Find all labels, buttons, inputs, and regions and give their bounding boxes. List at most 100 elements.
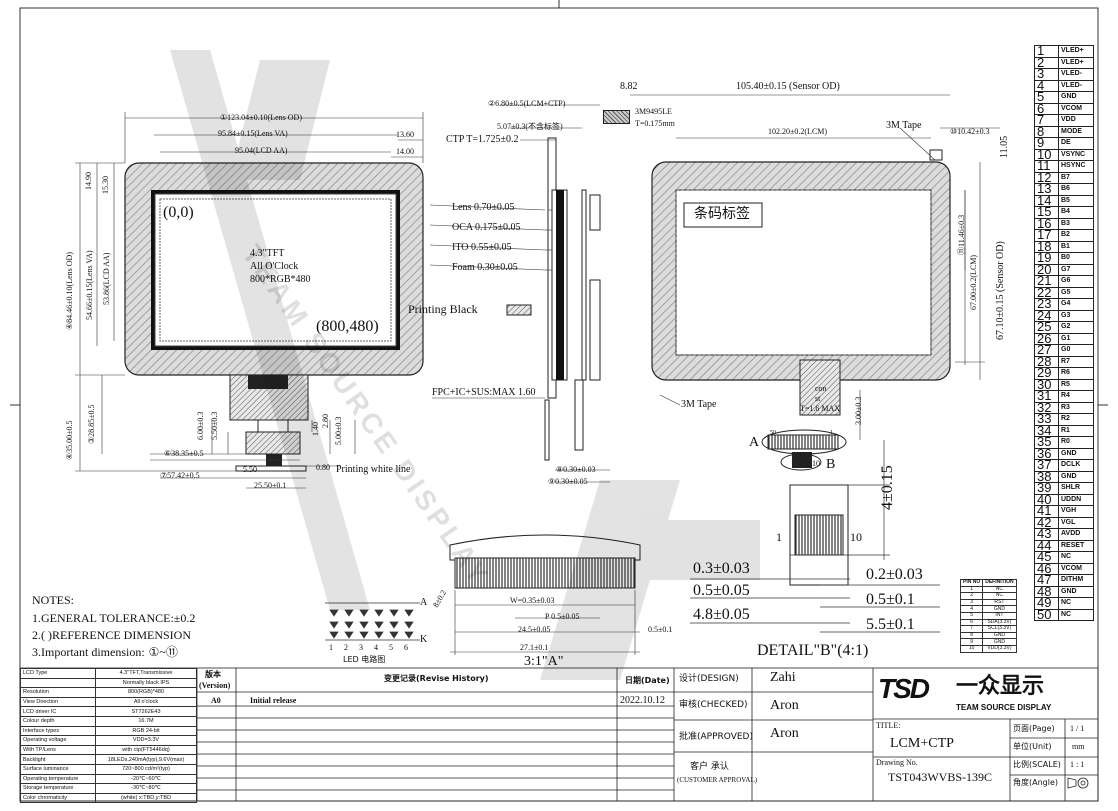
- pin-label: R0: [1058, 436, 1094, 449]
- spec-value: 4.3"TFT,Transmissive: [95, 668, 197, 679]
- dim-5-00: 5.00±0.3: [334, 416, 343, 445]
- pin-number: 46: [1034, 562, 1059, 575]
- pin-label: UDDN: [1058, 493, 1094, 506]
- design-name: Zahi: [770, 670, 796, 685]
- pin-label: NC: [1058, 551, 1094, 564]
- design-label: 设计(DESIGN): [679, 674, 739, 684]
- dim-67-10: 67.10±0.15 (Sensor OD): [995, 241, 1006, 340]
- spec-value: -30℃~80℃: [95, 783, 197, 794]
- customer-label-en: (CUSTOMER APPROVAL): [677, 776, 758, 784]
- pin-number: 31: [1034, 390, 1059, 403]
- display-label-2: All O'Clock: [250, 261, 299, 272]
- spec-key: LCD driver IC: [20, 706, 96, 717]
- dim-5-5: 5.5±0.1: [866, 616, 915, 633]
- scale-label: 比例(SCALE): [1013, 760, 1061, 769]
- pin-label: G2: [1058, 321, 1094, 334]
- fpc-label: FPC+IC+SUS:MAX 1.60: [432, 387, 536, 398]
- dim-15-30: 15.30: [101, 176, 110, 194]
- tape-id: 3M9495LE: [635, 107, 672, 116]
- pin-label: GND: [1058, 91, 1094, 104]
- dim-0-3: 0.3±0.03: [693, 560, 750, 577]
- pin-number: 23: [1034, 298, 1059, 311]
- pin-number: 26: [1034, 332, 1059, 345]
- led-num-2: 2: [344, 643, 348, 652]
- printing-white-label: Printing white line: [336, 464, 411, 475]
- pinno-definition: GND: [982, 631, 1017, 640]
- led-circuit: [325, 602, 420, 641]
- pin-number: 9: [1034, 137, 1059, 150]
- lens-layer: Lens 0.70±0.05: [452, 202, 515, 213]
- pin-label: MODE: [1058, 125, 1094, 138]
- dim-2-80: 2.80: [321, 414, 330, 428]
- logo-en: TEAM SOURCE DISPLAY: [956, 703, 1052, 712]
- pin-label: R6: [1058, 367, 1094, 380]
- pin-label: NC: [1058, 597, 1094, 610]
- dim-0-5: 0.5±0.05: [693, 582, 750, 599]
- ito-layer: ITO 0.55±0.05: [452, 242, 512, 253]
- conn-pin-50: 50: [770, 430, 776, 436]
- pin-number: 48: [1034, 585, 1059, 598]
- pin-label: B7: [1058, 171, 1094, 184]
- circle-10-10-42: ⑩10.42±0.3: [950, 127, 990, 136]
- spec-value: (white) x:TBD,y:TBD: [95, 792, 197, 804]
- conn-pin-10: 10: [812, 459, 820, 468]
- note-3: 3.Important dimension:①~⑪: [32, 645, 178, 659]
- dim-lcd-aa-v: 53.86(LCD AA): [102, 252, 111, 305]
- pin-label: VGL: [1058, 516, 1094, 529]
- detail-b: [690, 440, 940, 633]
- dim-13-60: 13.60: [396, 130, 414, 139]
- spec-key: View Direction: [20, 696, 96, 708]
- pin-number: 10: [1034, 148, 1059, 161]
- spec-key: [20, 677, 96, 689]
- dim-4-0-15: 4±0.15: [879, 465, 896, 510]
- led-num-3: 3: [359, 643, 363, 652]
- pin-label: G4: [1058, 298, 1094, 311]
- dim-sensor-od: 105.40±0.15 (Sensor OD): [736, 81, 840, 92]
- dim-0-5-a: 0.5±0.1: [648, 625, 673, 634]
- company-logo: TSD 一众显示 TEAM SOURCE DISPLAY: [876, 671, 1090, 717]
- spec-key: Surface luminance: [20, 763, 96, 775]
- spec-key: Backlight: [20, 754, 96, 765]
- tape-thickness: T=0.175mm: [635, 119, 675, 128]
- conn-note-2: st: [815, 394, 821, 403]
- dim-1-40: 1.40: [311, 422, 320, 436]
- spec-row: Operating temperature-20℃~60℃: [20, 773, 197, 785]
- tape-swatch: [603, 110, 630, 124]
- dim-102-20: 102.20±0.2(LCM): [768, 127, 828, 136]
- pin-number: 17: [1034, 229, 1059, 242]
- marker-b: B: [826, 457, 836, 472]
- dim-0-5b: 0.5±0.1: [866, 591, 915, 608]
- origin-label: (0,0): [163, 204, 194, 221]
- tape-label-2: 3M Tape: [681, 399, 717, 410]
- circle-6-38-35: ⑥38.35±0.5: [164, 449, 204, 458]
- pin-label: R5: [1058, 378, 1094, 391]
- detail-b-pin-1: 1: [776, 530, 782, 544]
- pin-label: B3: [1058, 217, 1094, 230]
- pin-number: 35: [1034, 436, 1059, 449]
- dim-14-90: 14.90: [84, 172, 93, 190]
- dim-11-05: 11.05: [999, 135, 1010, 158]
- dim-0-80: 0.80: [316, 463, 330, 472]
- conn-pin-1: 1: [830, 430, 833, 436]
- customer-label: 客户 承认: [690, 762, 729, 772]
- side-view: [429, 104, 610, 483]
- circle-4-35: ④35.00±0.5: [65, 420, 74, 460]
- pinno-definition: VDD(3.3V): [982, 644, 1017, 653]
- drawing-no-label: Drawing No.: [876, 758, 918, 767]
- back-view: [630, 94, 1000, 471]
- pin-label: R1: [1058, 424, 1094, 437]
- spec-value: -20℃~60℃: [95, 773, 197, 785]
